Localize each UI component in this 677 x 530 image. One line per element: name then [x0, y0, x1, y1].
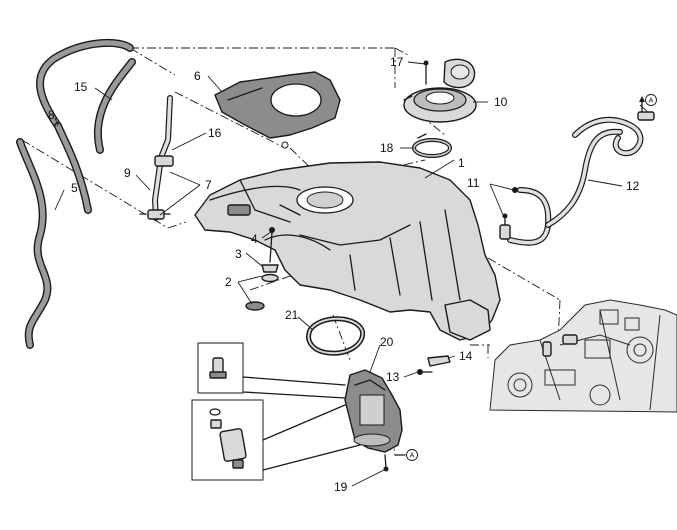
gasket-18	[412, 133, 452, 158]
inset-box-lower	[191, 399, 361, 481]
callout-20: 20	[380, 335, 394, 349]
callout-18: 18	[380, 141, 394, 155]
bracket-13-14	[417, 355, 451, 375]
callout-8: 8	[48, 108, 55, 122]
reference-marker-bottom: A	[394, 449, 418, 461]
callout-5: 5	[71, 181, 78, 195]
reference-label-top: A	[649, 98, 654, 105]
filler-cap-10	[403, 58, 477, 123]
callout-11: 11	[467, 176, 480, 190]
callout-6: 6	[194, 69, 201, 83]
cover-plate-6	[214, 71, 341, 149]
breather-hose-16	[139, 95, 174, 221]
leader-lines	[54, 61, 623, 487]
hose-5	[16, 138, 52, 349]
callout-labels: 1 2 3 4 5 6 7 8 9 10 11 12 13 14 15 16 1…	[48, 55, 640, 494]
callout-14: 14	[459, 349, 473, 363]
engine-detail	[489, 299, 677, 413]
flange-gasket-21	[306, 316, 366, 356]
reference-marker-top: A	[639, 94, 657, 113]
callout-17: 17	[390, 55, 404, 69]
callout-10: 10	[494, 95, 508, 109]
callout-21: 21	[285, 308, 299, 322]
fuel-line-12	[499, 111, 655, 246]
tank-bolts-2-3-4	[245, 227, 279, 311]
fuel-tank-1	[194, 161, 501, 341]
callout-9: 9	[124, 166, 131, 180]
fuel-pump-20	[344, 369, 403, 472]
callout-15: 15	[74, 80, 88, 94]
callout-3: 3	[235, 247, 242, 261]
callout-16: 16	[208, 126, 222, 140]
reference-label-bottom: A	[410, 453, 415, 460]
callout-13: 13	[386, 370, 400, 384]
callout-4: 4	[251, 232, 258, 246]
callout-19: 19	[334, 480, 348, 494]
callout-2: 2	[225, 275, 232, 289]
inset-box-upper	[197, 342, 346, 399]
callout-1: 1	[458, 156, 465, 170]
callout-12: 12	[626, 179, 640, 193]
hose-8-15	[36, 38, 136, 214]
callout-7: 7	[205, 178, 212, 192]
